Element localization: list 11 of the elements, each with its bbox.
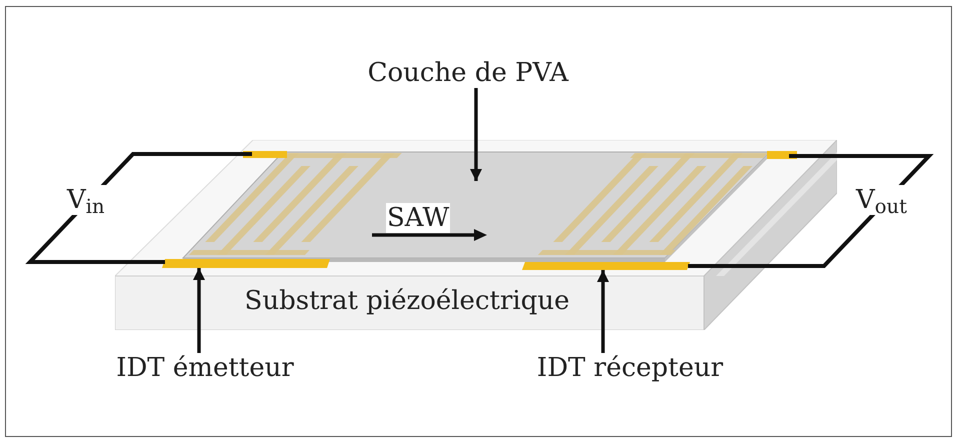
leader-arrow (193, 268, 205, 353)
leader-arrow (470, 88, 482, 181)
leader-arrow (597, 270, 609, 353)
callout-label: IDT émetteur (116, 353, 294, 383)
voltage-label: V$_{out}$ (855, 185, 908, 215)
callout-label: Couche de PVA (368, 58, 568, 88)
interdigitated-electrode (522, 151, 797, 270)
voltage-label: V$_{in}$ (66, 185, 106, 215)
substrate-label: Substrat piézoélectrique (244, 286, 570, 316)
callout-label: IDT récepteur (536, 353, 724, 383)
wave-label: SAW (386, 203, 450, 233)
